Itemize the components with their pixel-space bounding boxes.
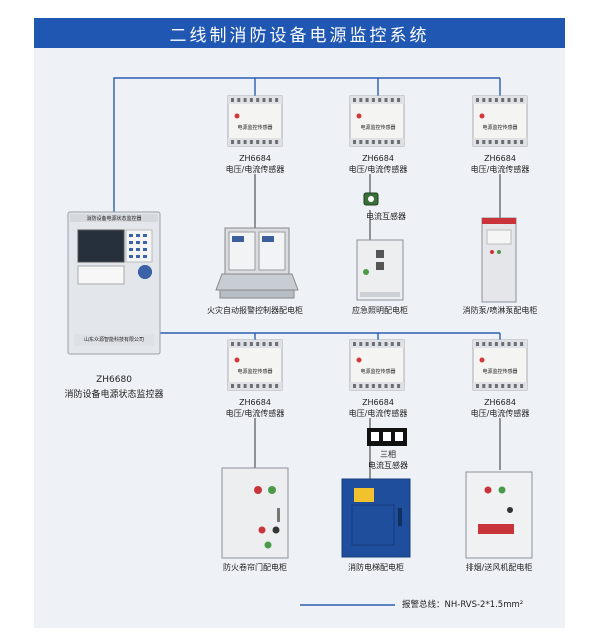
- sensor-face-text: 电源监控传感器: [360, 125, 396, 131]
- three-phase-ct-icon: [367, 428, 407, 446]
- sensor-module: [227, 95, 283, 147]
- monitor-model: ZH6680: [96, 375, 132, 385]
- smoke-exhaust-cabinet-label: 排烟/送风机配电柜: [465, 563, 533, 572]
- sensor-model: ZH6684: [362, 398, 394, 407]
- sensor-model: ZH6684: [484, 154, 516, 163]
- elevator-cabinet-label: 消防电梯配电柜: [348, 563, 404, 572]
- three-phase-ct-label-line1: 三相: [380, 450, 396, 459]
- sensor-module: [472, 339, 528, 391]
- emergency-lighting-cabinet: [356, 239, 404, 301]
- sensor-model: ZH6684: [239, 398, 271, 407]
- sensor-module: [227, 339, 283, 391]
- sensor-face-text: 电源监控传感器: [482, 125, 518, 131]
- sensor-face-text: 电源监控传感器: [237, 369, 273, 375]
- sensor-module: [472, 95, 528, 147]
- sensor-name: 电压/电流传感器: [225, 165, 285, 174]
- ct-label: 电流互感器: [366, 212, 406, 221]
- sensor-name: 电压/电流传感器: [348, 165, 408, 174]
- sensor-group: [227, 95, 528, 391]
- fire-pump-cabinet-label: 消防泵/喷淋泵配电柜: [462, 306, 538, 315]
- sensor-face-text: 电源监控传感器: [482, 369, 518, 375]
- alarm-bus: [113, 77, 501, 606]
- shutter-cabinet-label: 防火卷帘门配电柜: [223, 563, 287, 572]
- sensor-model: ZH6684: [239, 154, 271, 163]
- three-phase-ct-label-line2: 电流互感器: [368, 461, 408, 470]
- monitor-name: 消防设备电源状态监控器: [64, 390, 164, 400]
- legend-text: 报警总线：NH-RVS-2*1.5mm²: [402, 600, 524, 610]
- sensor-name: 电压/电流传感器: [225, 409, 285, 418]
- sensor-model: ZH6684: [484, 398, 516, 407]
- elevator-cabinet: [341, 478, 411, 558]
- monitor-company-text: 山东众源智能科技有限公司: [83, 337, 144, 343]
- smoke-exhaust-cabinet: [465, 471, 533, 559]
- bus-line-top: [113, 77, 500, 213]
- sensor-face-text: 电源监控传感器: [360, 369, 396, 375]
- sensor-module: [349, 95, 405, 147]
- current-transformer-icon: [363, 192, 379, 206]
- sensor-face-text: 电源监控传感器: [237, 125, 273, 131]
- sensor-module: [349, 339, 405, 391]
- sensor-name: 电压/电流传感器: [470, 165, 530, 174]
- monitor-device: [67, 211, 161, 355]
- page-title: 二线制消防设备电源监控系统: [34, 18, 565, 48]
- sensor-name: 电压/电流传感器: [470, 409, 530, 418]
- fire-pump-cabinet: [481, 217, 517, 303]
- monitor-header-text: 消防设备电源状态监控器: [86, 216, 142, 222]
- sensor-name: 电压/电流传感器: [348, 409, 408, 418]
- fire-alarm-cabinet-label: 火灾自动报警控制器配电柜: [207, 306, 303, 315]
- emergency-lighting-cabinet-label: 应急照明配电柜: [352, 306, 408, 315]
- fire-alarm-cabinet: [215, 227, 299, 299]
- shutter-cabinet: [221, 467, 289, 559]
- sensor-model: ZH6684: [362, 154, 394, 163]
